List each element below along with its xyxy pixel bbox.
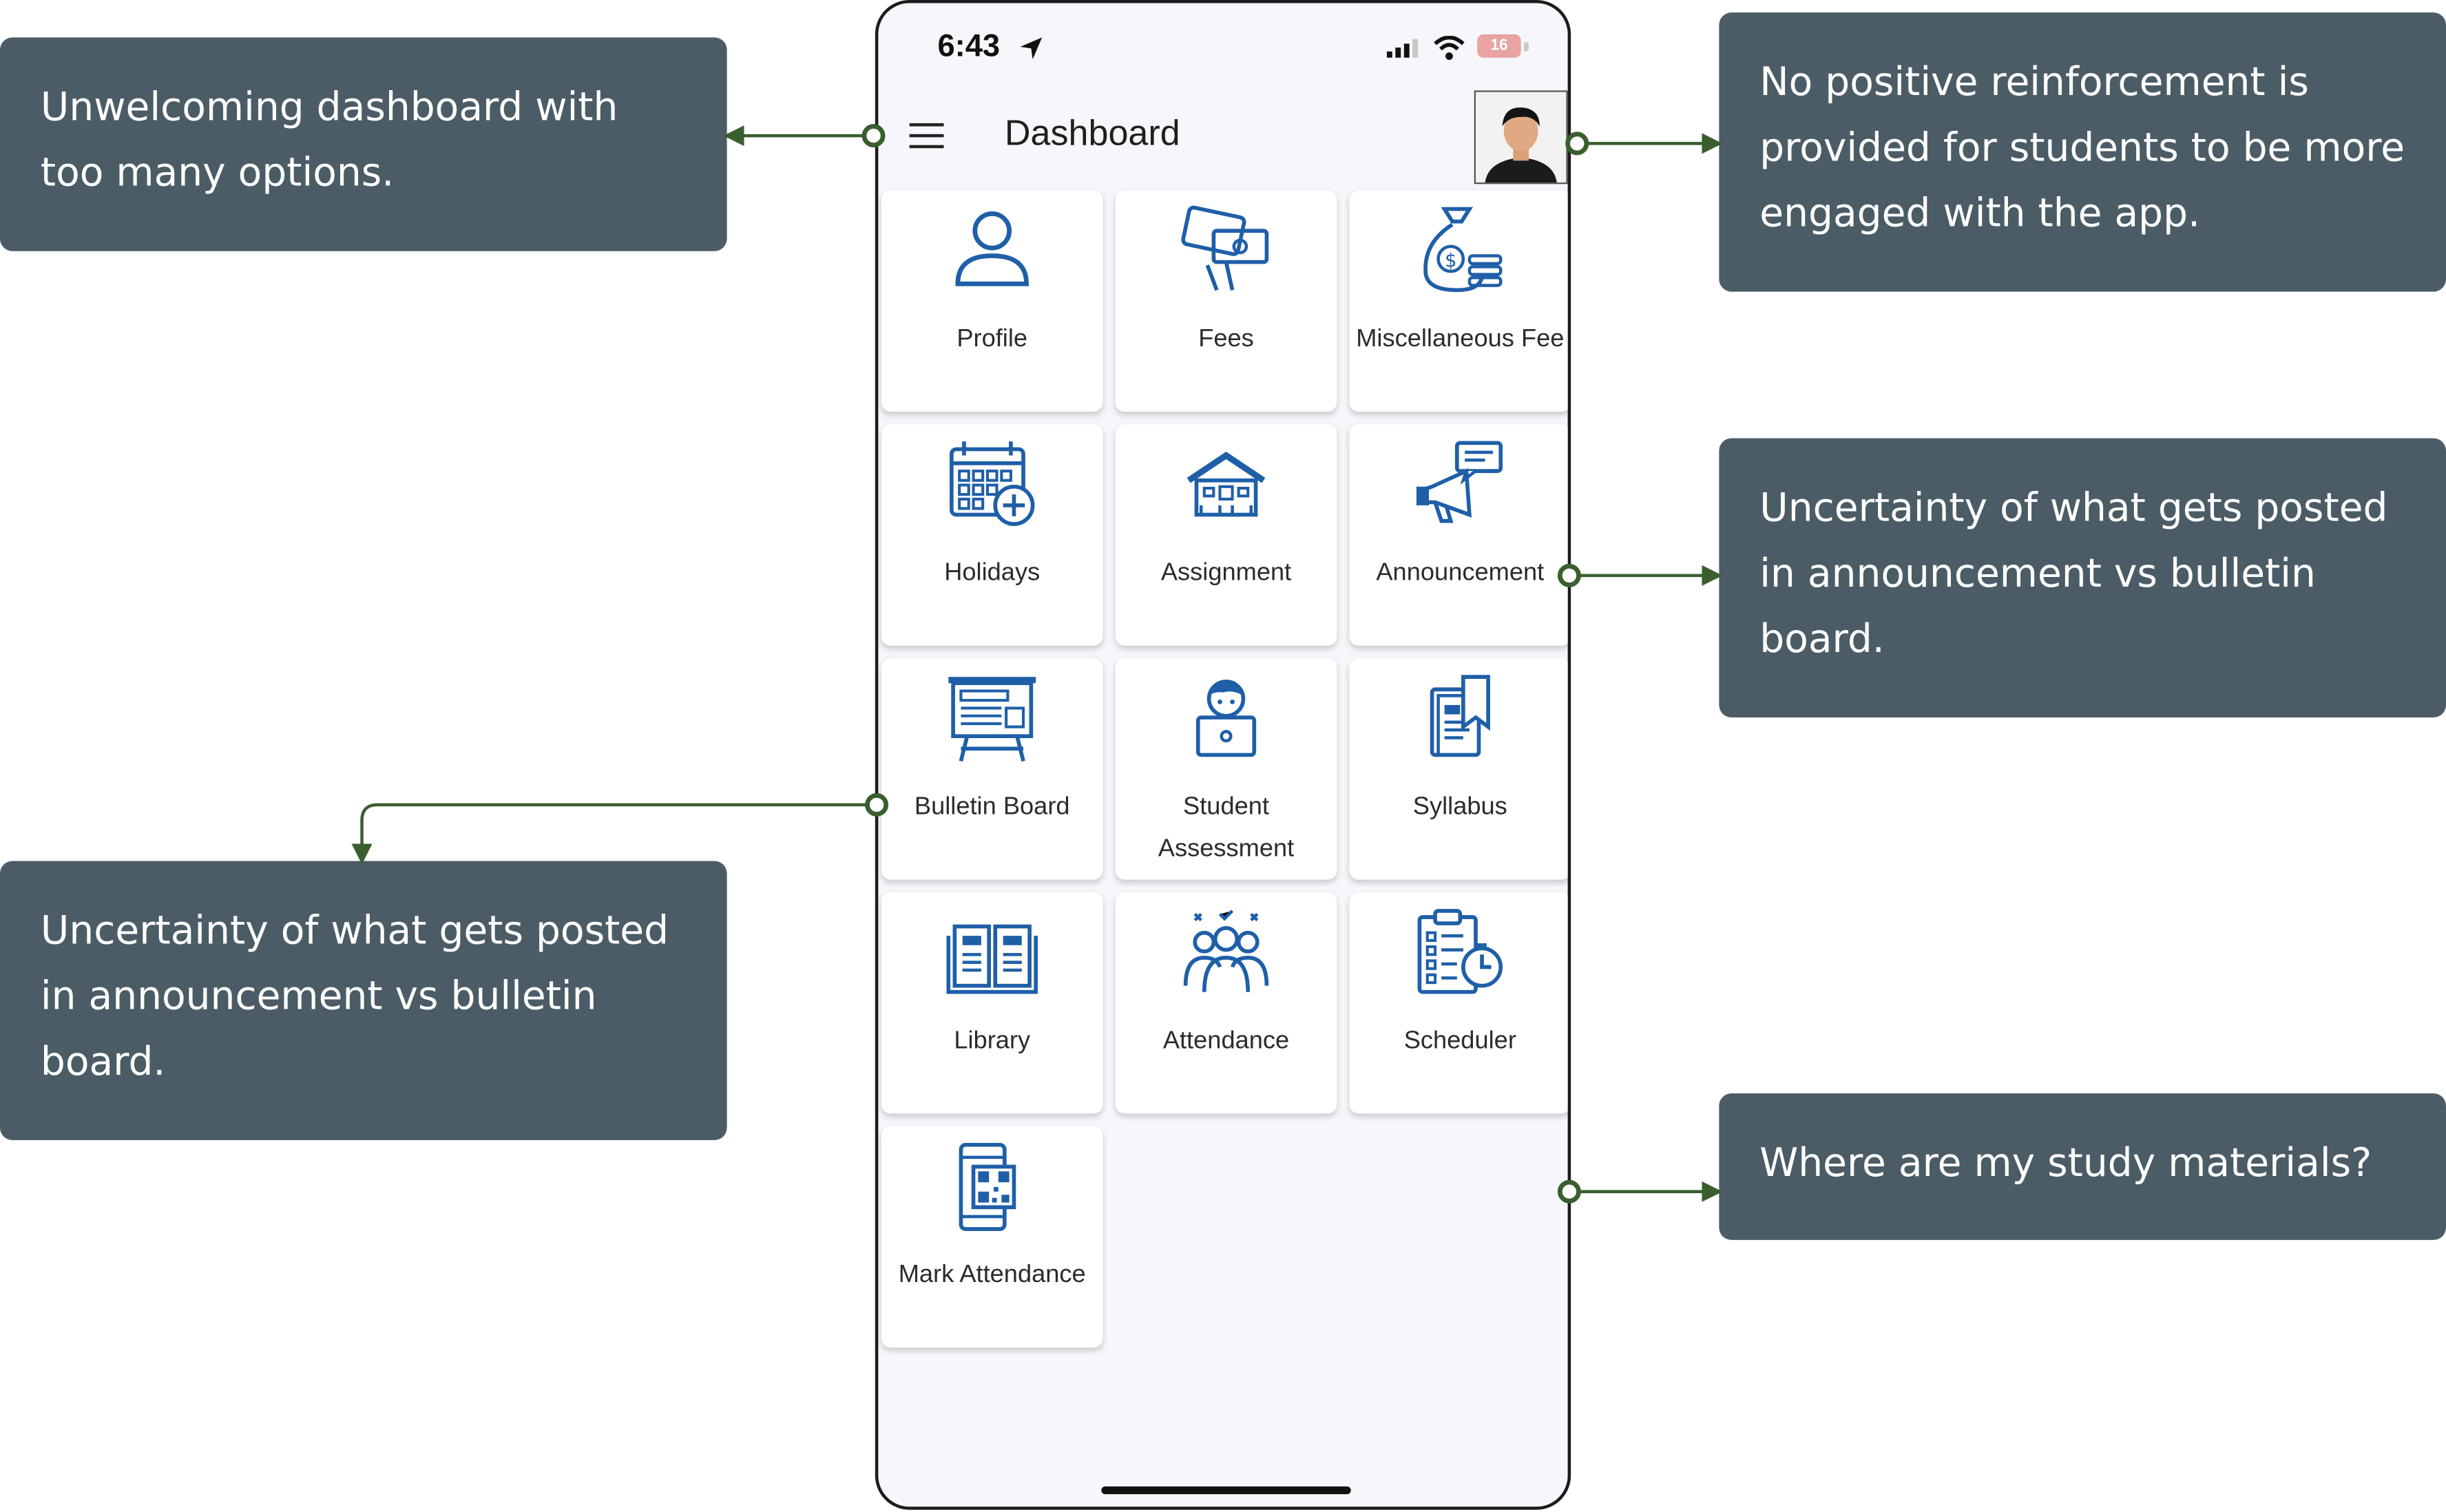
avatar-image xyxy=(1475,92,1567,183)
tile-label: Fees xyxy=(1198,326,1254,353)
tile-label: Assignment xyxy=(1160,560,1292,587)
tile-library[interactable]: Library xyxy=(881,892,1103,1114)
tile-label: Scheduler xyxy=(1403,1027,1516,1055)
megaphone-icon xyxy=(1416,441,1503,523)
school-building-icon xyxy=(1187,452,1266,517)
status-time: 6:43 xyxy=(937,30,1001,64)
connector-bulletin xyxy=(360,803,877,852)
tile-label: Mark Attendance xyxy=(898,1261,1086,1289)
avatar[interactable] xyxy=(1474,90,1568,185)
tile-student-assessment[interactable]: Student Assessment xyxy=(1115,658,1337,880)
cellular-signal-icon xyxy=(1386,39,1419,58)
battery-icon: 16 xyxy=(1477,34,1521,58)
tile-bulletin-board[interactable]: Bulletin Board xyxy=(881,658,1103,880)
tile-label: Announcement xyxy=(1376,560,1545,587)
svg-text:$: $ xyxy=(1445,250,1456,271)
tile-label: Holidays xyxy=(944,560,1041,587)
tile-profile[interactable]: Profile xyxy=(881,190,1103,412)
home-indicator[interactable] xyxy=(1101,1486,1351,1495)
tile-fees[interactable]: Fees xyxy=(1115,190,1337,412)
phone-screen: 6:43 16 Dashboard Profile Fees xyxy=(875,0,1571,1510)
annotation-study-materials: Where are my study materials? xyxy=(1719,1093,2446,1240)
group-icon xyxy=(1183,910,1269,992)
menu-icon[interactable] xyxy=(909,123,944,151)
book-document-icon xyxy=(1430,675,1490,757)
page-title: Dashboard xyxy=(1004,112,1180,153)
tile-mark-attendance[interactable]: Mark Attendance xyxy=(881,1126,1103,1348)
phone-qr-icon xyxy=(959,1142,1016,1231)
battery-tip xyxy=(1524,42,1529,52)
tile-miscellaneous-fee[interactable]: $ Miscellaneous Fee xyxy=(1349,190,1568,412)
annotation-announcement: Uncertainty of what gets posted in annou… xyxy=(1719,438,2446,718)
tile-holidays[interactable]: Holidays xyxy=(881,424,1103,646)
fees-card-icon xyxy=(1181,205,1269,291)
annotation-dashboard: Unwelcoming dashboard with too many opti… xyxy=(0,37,727,251)
annotation-bulletin: Uncertainty of what gets posted in annou… xyxy=(0,861,727,1140)
tile-label: Miscellaneous Fee xyxy=(1356,326,1565,353)
tile-label: Attendance xyxy=(1162,1027,1290,1055)
tile-label: Student Assessment xyxy=(1158,794,1295,863)
clipboard-clock-icon xyxy=(1417,909,1503,994)
tile-assignment[interactable]: Assignment xyxy=(1115,424,1337,646)
open-book-icon xyxy=(946,924,1038,994)
location-arrow-icon xyxy=(1020,37,1043,60)
tile-label: Library xyxy=(954,1027,1031,1055)
notice-board-icon xyxy=(948,677,1036,762)
tile-announcement[interactable]: Announcement xyxy=(1349,424,1568,646)
student-laptop-icon xyxy=(1195,680,1257,757)
tile-label: Bulletin Board xyxy=(914,794,1070,821)
tile-syllabus[interactable]: Syllabus xyxy=(1349,658,1568,880)
wifi-icon xyxy=(1434,36,1465,60)
tile-label: Syllabus xyxy=(1412,794,1507,821)
annotation-reinforcement: No positive reinforcement is provided fo… xyxy=(1719,12,2446,292)
calendar-add-icon xyxy=(950,441,1035,526)
profile-icon xyxy=(955,211,1029,286)
status-bar: 6:43 16 xyxy=(878,3,1567,97)
tile-label: Profile xyxy=(957,326,1028,353)
tile-attendance[interactable]: Attendance xyxy=(1115,892,1337,1114)
money-bag-icon: $ xyxy=(1423,207,1503,293)
tile-scheduler[interactable]: Scheduler xyxy=(1349,892,1568,1114)
